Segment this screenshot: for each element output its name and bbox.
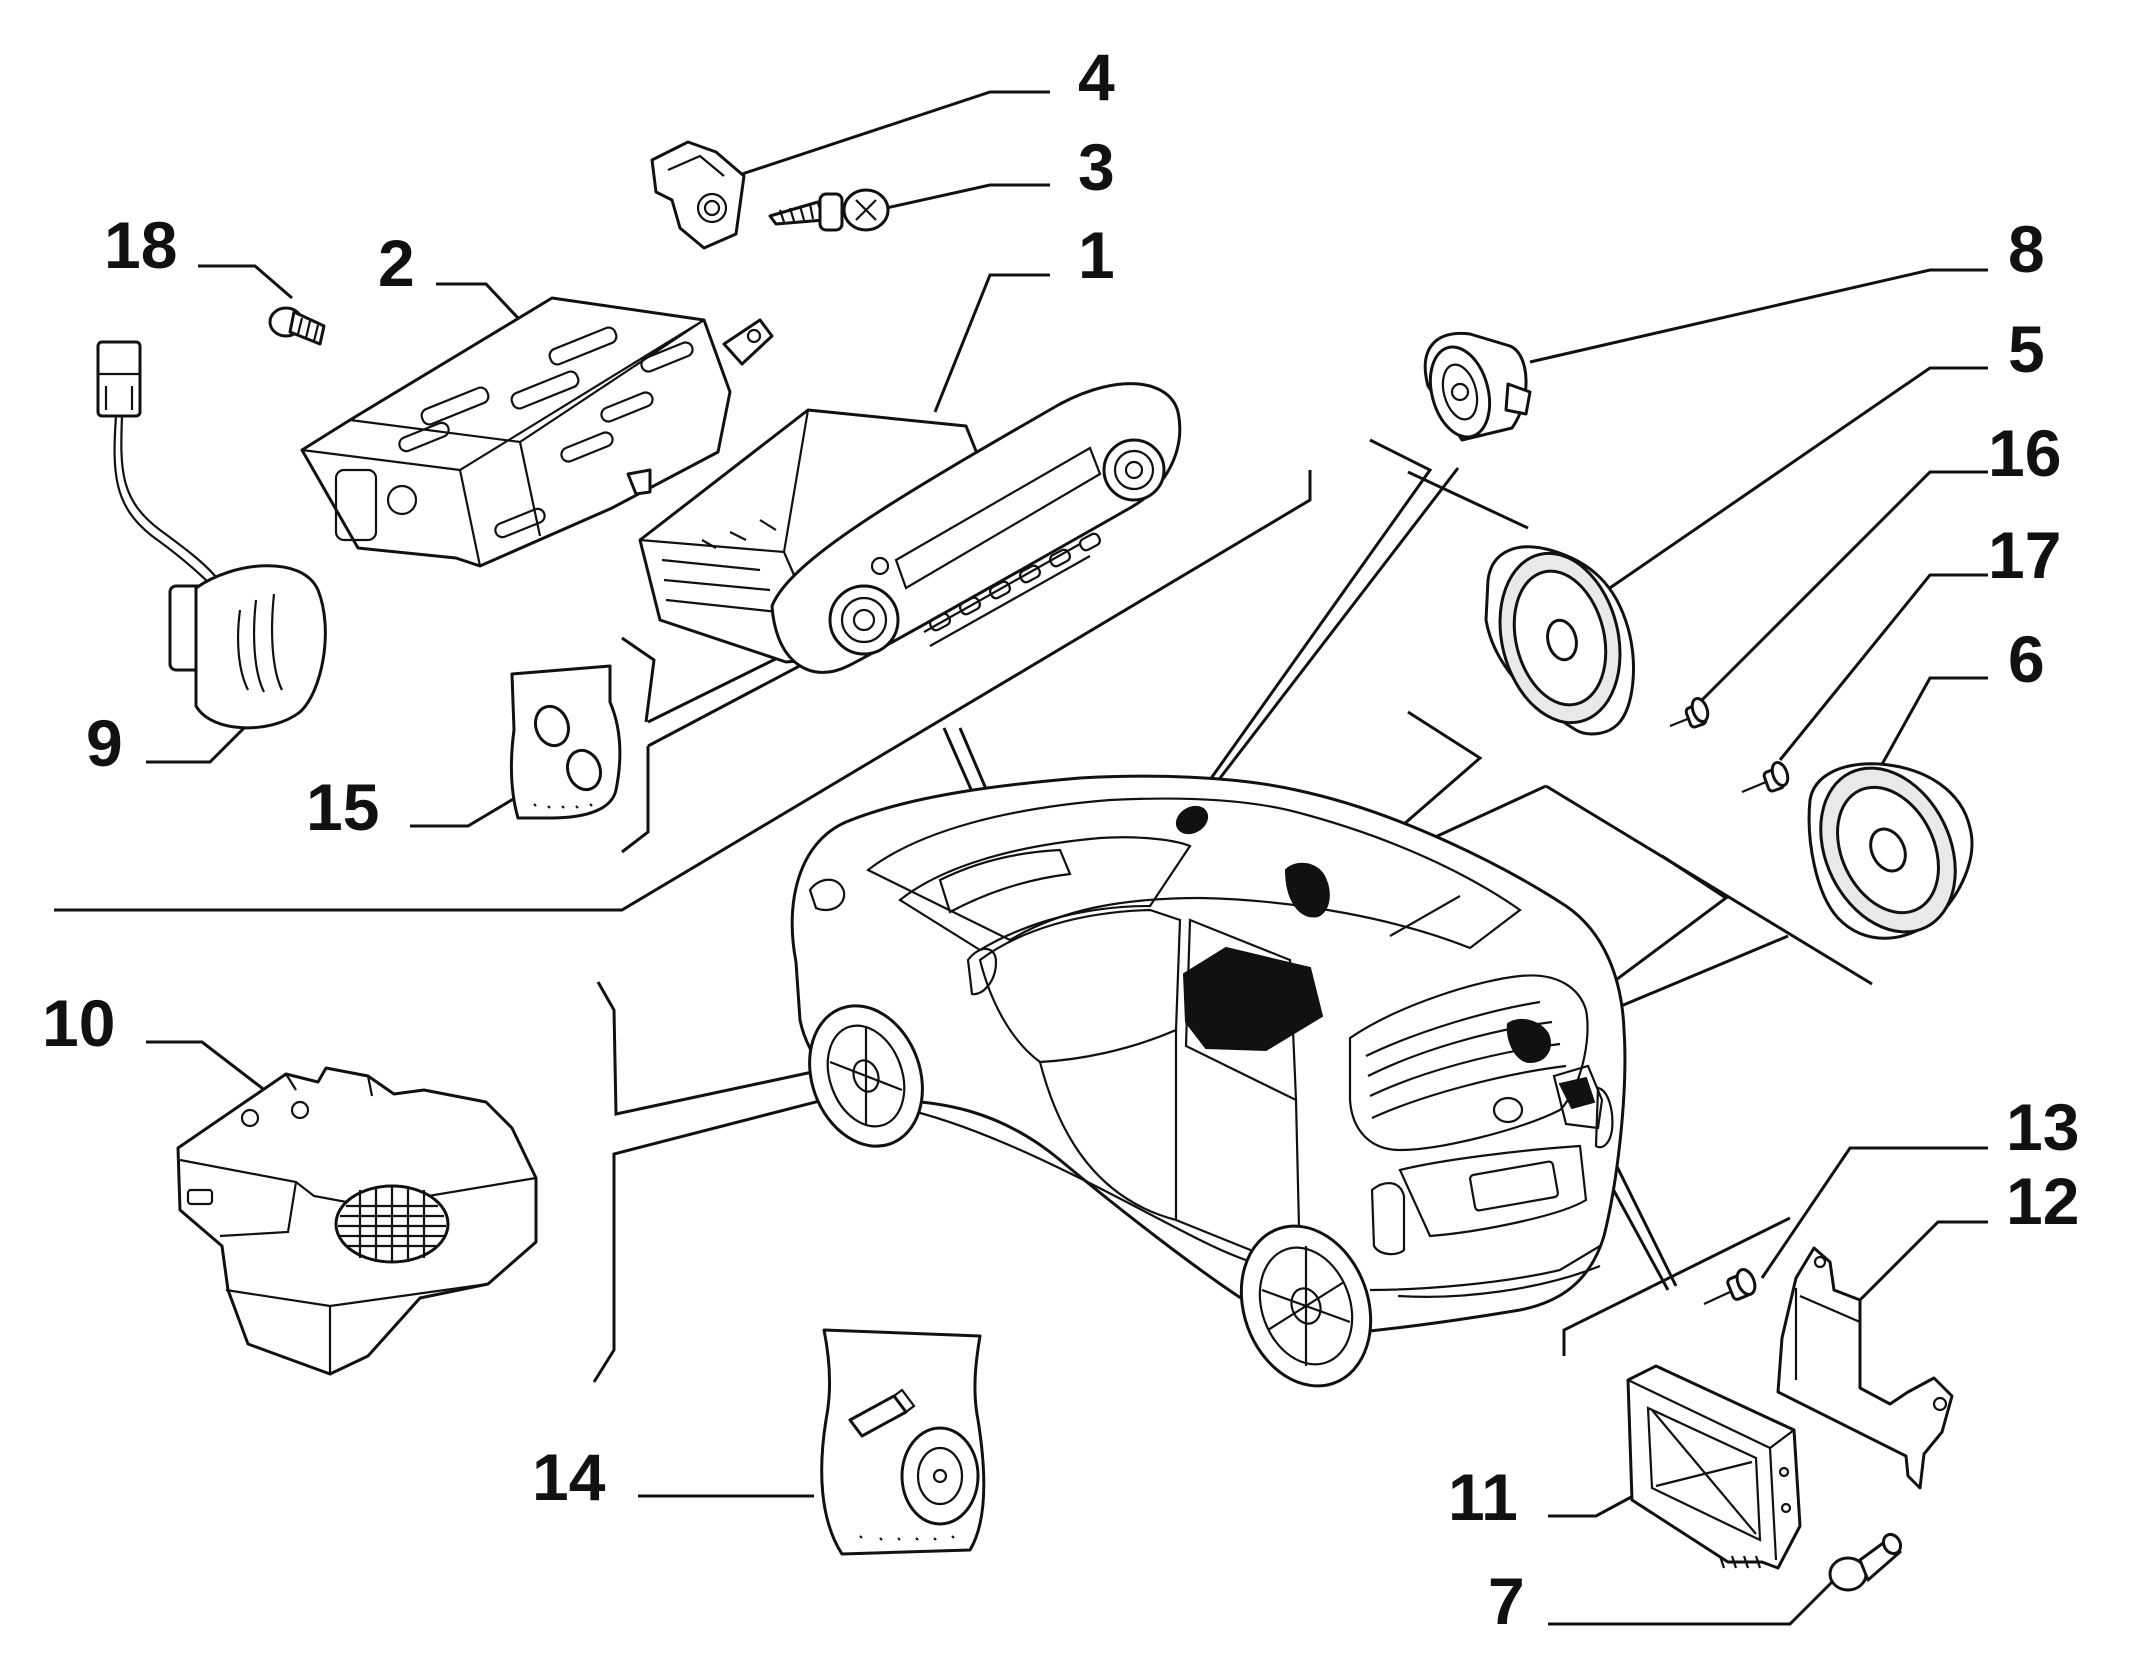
callout-1: 1 [1078,218,1115,292]
part-11-amplifier [1626,1364,1802,1570]
callout-5: 5 [2008,312,2045,386]
part-9-aux-socket [96,340,327,730]
part-14-kit-pouch [820,1328,986,1556]
bracket-5 [1407,470,1529,530]
callout-16: 16 [1988,416,2061,490]
tweeter-location [1175,805,1209,835]
callout-14: 14 [532,1440,606,1514]
part-4-clip [650,140,746,250]
part-13-rivet [1703,1268,1757,1305]
part-2-mounting-cage [300,296,774,568]
callout-15: 15 [306,770,379,844]
part-7-bolt [1828,1532,1903,1592]
leader-3 [867,183,1050,214]
leader-18 [198,264,293,300]
part-6-rear-speaker [1807,762,1974,940]
leader-17 [1778,573,1988,761]
cd-disc-icon [900,1426,980,1526]
leader-4 [723,90,1050,182]
part-16-rivet [1669,696,1710,729]
door-speaker-location [1284,862,1330,918]
leader-5 [1603,366,1988,594]
bracket-radio-2 [621,746,650,854]
bracket-rear-2 [1545,784,1873,986]
bracket-amp [1562,1216,1791,1356]
car-outline [790,774,1627,1388]
part-1-radio-unit [638,382,1182,674]
callout-6: 6 [2008,622,2045,696]
leader-10 [146,1040,289,1110]
leader-7 [1548,1566,1848,1626]
tweeter-to-car [1192,467,1460,813]
leader-15 [410,796,516,828]
callout-10: 10 [42,986,115,1060]
callout-9: 9 [86,706,123,780]
part-3-screw [768,188,890,232]
callout-3: 3 [1078,130,1115,204]
leader-16 [1698,470,1988,704]
leader-1 [933,273,1050,413]
callout-7: 7 [1488,1564,1525,1638]
bracket-tweeter [1188,438,1433,809]
leader-8 [1529,268,1988,364]
part-18-bolt [268,306,326,346]
part-12-bracket [1776,1246,1954,1490]
callout-11: 11 [1448,1460,1518,1534]
rear-speaker-location [1506,1018,1551,1064]
subwoofer-location [1182,946,1324,1052]
callout-17: 17 [1988,518,2061,592]
bracket-radio [621,636,656,723]
leader-13 [1760,1146,1988,1279]
part-5-door-speaker [1484,545,1635,736]
part-10-subwoofer [176,1066,538,1376]
callout-18: 18 [104,208,177,282]
part-15-kit-pouch [509,664,622,820]
part-17-rivet [1741,760,1790,794]
callout-2: 2 [378,226,415,300]
callout-4: 4 [1078,40,1115,114]
part-8-tweeter [1423,331,1532,442]
leader-6 [1878,676,1988,769]
callout-13: 13 [2006,1090,2079,1164]
callout-8: 8 [2008,212,2045,286]
leader-12 [1856,1220,1988,1304]
callout-12: 12 [2006,1164,2079,1238]
leader-2 [436,282,520,320]
amplifier-location [1552,1064,1604,1130]
bracket-panel [54,470,1312,912]
subwoofer-grille [338,1186,446,1262]
